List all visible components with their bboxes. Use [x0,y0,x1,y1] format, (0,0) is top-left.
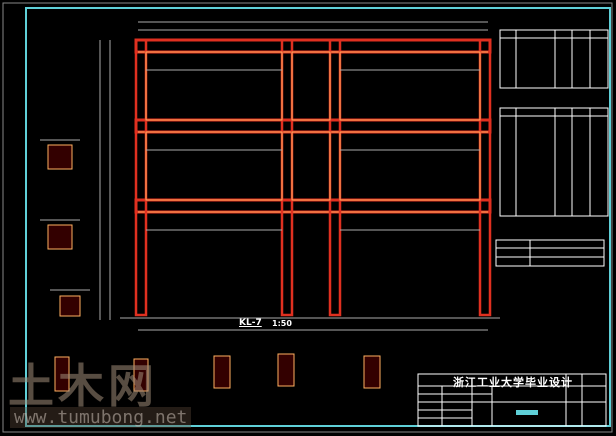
column-sections [47,144,81,317]
beams [134,38,492,214]
title-block-heading: 浙江工业大学毕业设计 [453,376,573,389]
material-summary-table [495,239,605,267]
title-block [417,373,607,427]
drawing-number-field [516,410,538,415]
columns [134,38,492,317]
rebar-table-1 [499,29,609,89]
main-view-label: KL-7 [239,318,262,328]
beam-sections [54,353,381,392]
rebar-table-2 [499,107,609,217]
main-view-scale: 1:50 [272,319,292,328]
watermark-url: www.tumubong.net [10,407,192,428]
watermark-logo: 土木网 [8,359,158,413]
frame-elevation [99,21,500,331]
drawing-frame [25,7,611,427]
